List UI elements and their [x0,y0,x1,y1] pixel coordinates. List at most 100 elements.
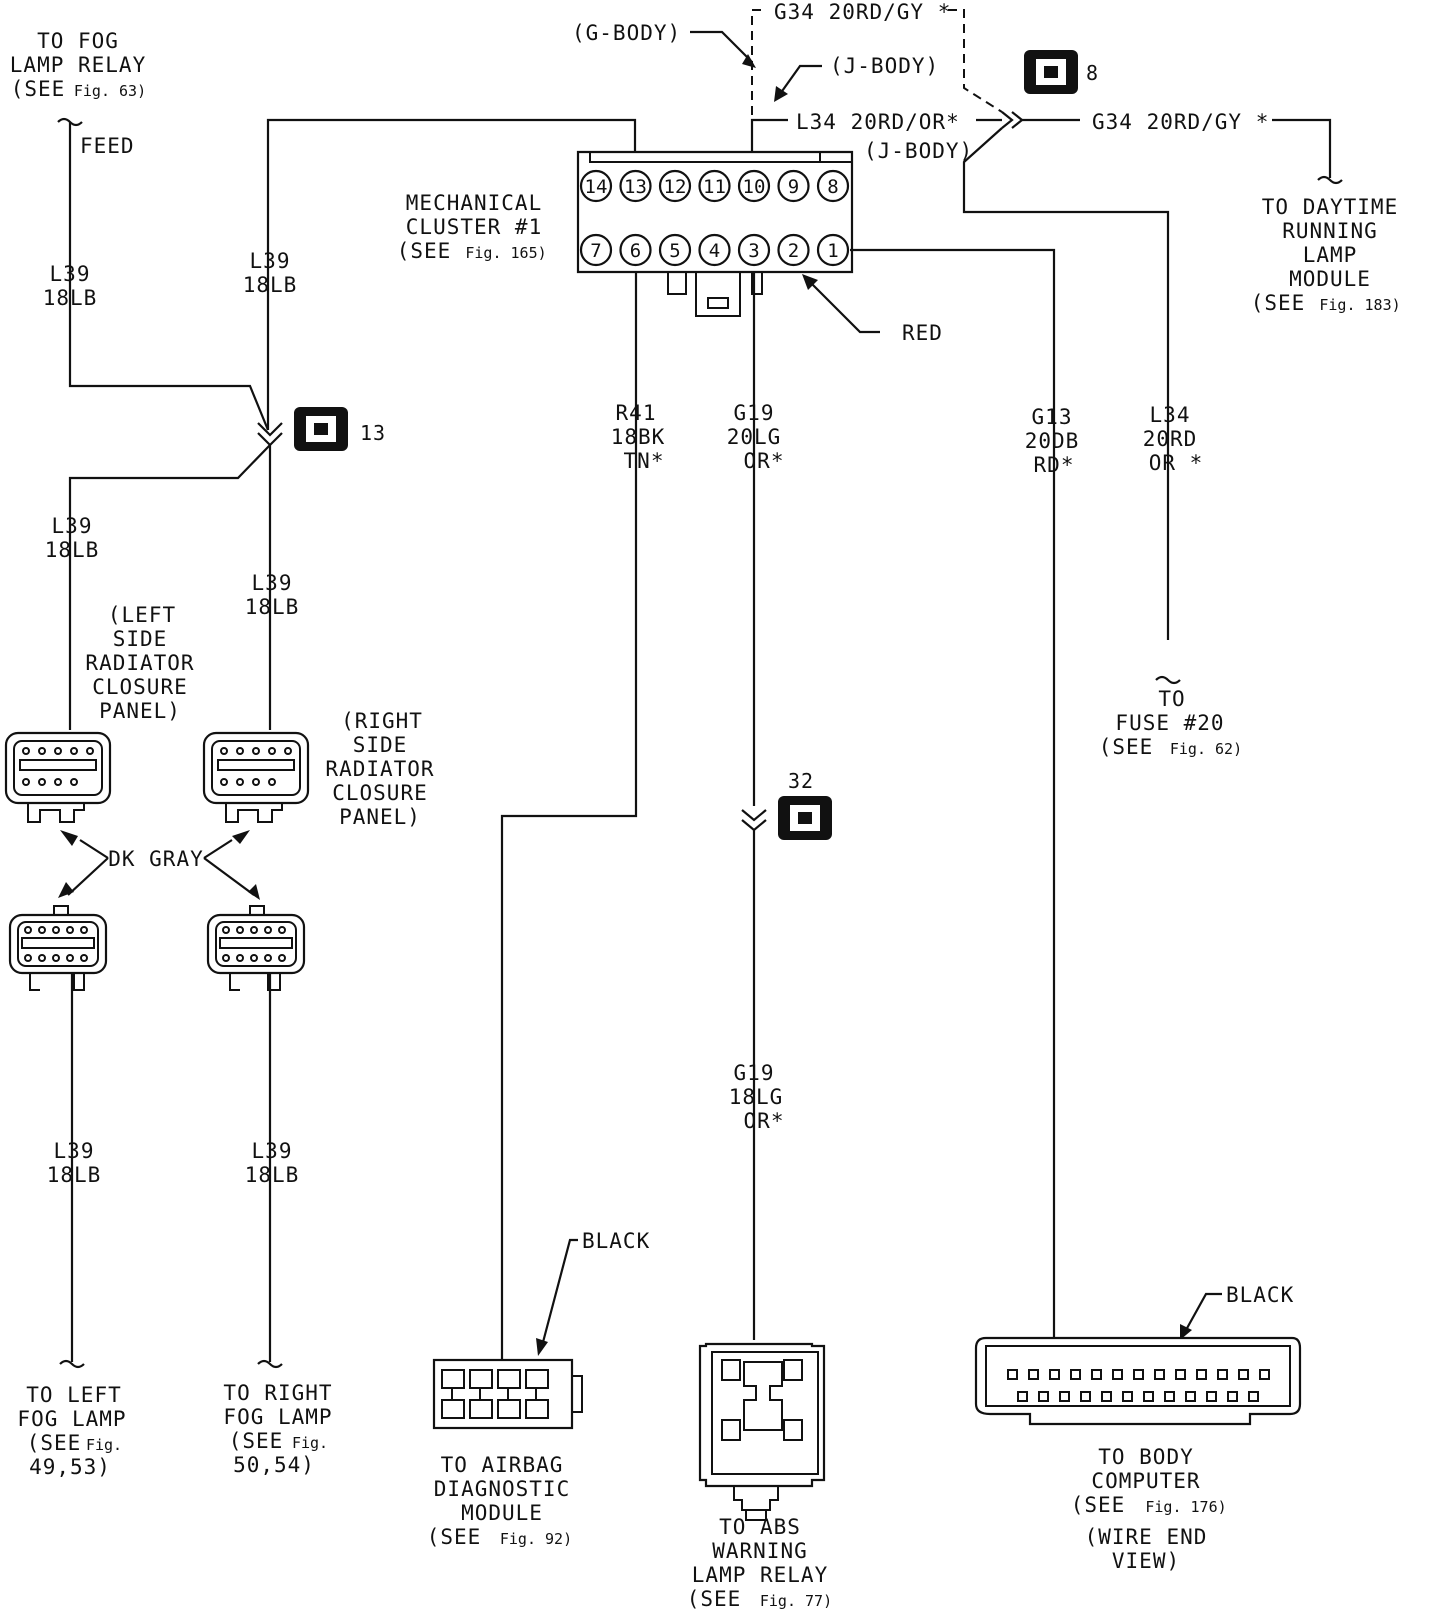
svg-text:MODULE: MODULE [461,1501,543,1525]
fuse-label: TO FUSE #20 (SEE Fig. 62) [1099,687,1242,759]
right-panel-connector [202,731,310,823]
g34-right-label: G34 20RD/GY * [1092,110,1269,134]
svg-text:Fig.: Fig. [292,1434,328,1452]
cluster-pin-7 [579,233,613,267]
connector-32-label: 32 [788,769,814,793]
svg-text:(SEE: (SEE [27,1431,82,1455]
body-computer-pin [1070,1369,1081,1380]
svg-text:18LG: 18LG [729,1085,784,1109]
wire-label-g19-a: G19 20LG OR* [727,401,785,473]
right-fog-label: TO RIGHT FOG LAMP (SEE Fig. 50,54) [223,1381,332,1477]
l34-or-label: L34 20RD/OR* [796,110,960,134]
g-body-arrow-line [690,30,753,63]
body-computer-pins-bottom [1017,1391,1259,1402]
connector-32-chevrons [741,809,767,832]
svg-text:18LB: 18LB [245,1163,300,1187]
svg-text:18LB: 18LB [47,1163,102,1187]
cluster-pin-label-10: 10 [743,176,766,198]
airbag-black-label: BLACK [582,1229,650,1253]
svg-text:OR*: OR* [744,449,785,473]
connector-8-chevrons [1001,111,1024,129]
g34-dashed-left [751,9,764,160]
body-computer-pin [1101,1391,1112,1402]
body-computer-pin [1143,1391,1154,1402]
cluster-pin-label-7: 7 [590,240,601,262]
cluster-pin-label-14: 14 [585,176,608,198]
svg-text:18BK: 18BK [611,425,666,449]
svg-text:(SEE: (SEE [687,1587,742,1611]
svg-text:18LB: 18LB [243,273,298,297]
body-computer-pin [1007,1369,1018,1380]
svg-text:PANEL): PANEL) [339,805,421,829]
connector-13-chevrons [257,422,283,447]
svg-text:Fig. 165): Fig. 165) [465,244,546,262]
svg-text:LAMP: LAMP [1303,243,1358,267]
svg-text:TO LEFT: TO LEFT [26,1383,122,1407]
svg-text:RADIATOR: RADIATOR [325,757,434,781]
wire-label-l39-5: L39 18LB [47,1139,102,1187]
cluster-pin-10 [737,169,771,203]
connector-8-icon [1024,50,1078,94]
connector-32-icon [778,796,832,840]
body-computer-pin [1133,1369,1144,1380]
body-computer-pin [1217,1369,1228,1380]
svg-text:LAMP RELAY: LAMP RELAY [692,1563,828,1587]
wire-label-r41: R41 18BK TN* [611,401,666,473]
svg-text:G19: G19 [734,401,775,425]
cluster-pin-label-9: 9 [788,176,799,198]
cluster-pin-9 [777,169,810,203]
cluster-pin-label-13: 13 [624,176,647,198]
left-fog-label: TO LEFT FOG LAMP (SEE Fig. 49,53) [17,1383,125,1479]
cluster-pin-3 [737,233,771,267]
drl-break [1317,175,1343,185]
red-label: RED [902,321,943,345]
svg-text:(SEE: (SEE [229,1429,284,1453]
airbag-label: TO AIRBAG DIAGNOSTIC MODULE (SEE Fig. 92… [427,1453,572,1549]
cluster-pin-label-11: 11 [703,176,726,198]
connector-13-icon [294,407,348,451]
body-black-arrowhead [1180,1324,1192,1340]
svg-text:(RIGHT: (RIGHT [341,709,423,733]
svg-text:G19: G19 [734,1061,775,1085]
svg-text:20LG: 20LG [727,425,782,449]
right-fog-connector [206,905,306,991]
connector-8-label: 8 [1086,61,1099,85]
fuse-break [1155,675,1181,685]
body-computer-pin [1017,1391,1028,1402]
svg-text:CLOSURE: CLOSURE [92,675,188,699]
g-body-arrowhead [742,54,756,68]
svg-text:OR *: OR * [1149,451,1204,475]
svg-text:(SEE: (SEE [11,77,66,101]
airbag-black-arrowhead [536,1338,548,1356]
svg-text:WARNING: WARNING [712,1539,808,1563]
cluster-pin-label-3: 3 [748,240,759,262]
svg-text:20RD: 20RD [1143,427,1198,451]
cluster-pin-2 [777,233,810,267]
body-computer-connector [974,1336,1302,1426]
svg-text:18LB: 18LB [43,286,98,310]
body-label: TO BODY COMPUTER (SEE Fig. 176) (WIRE EN… [1071,1445,1227,1573]
svg-text:Fig. 92): Fig. 92) [500,1530,572,1548]
body-computer-pin [1248,1391,1259,1402]
svg-text:TO DAYTIME: TO DAYTIME [1262,195,1398,219]
j-body-label-2: (J-BODY) [864,139,973,163]
connector-13-label: 13 [360,421,386,445]
cluster-pin-8 [816,169,850,203]
svg-text:L39: L39 [252,571,293,595]
g34-dashed-right [948,9,1003,113]
svg-text:FOG LAMP: FOG LAMP [223,1405,332,1429]
fog-relay-label: TO FOG LAMP RELAY (SEE Fig. 63) [10,29,146,101]
body-computer-pin [1080,1391,1091,1402]
wire-label-l39-1: L39 18LB [43,262,98,310]
svg-text:TO RIGHT: TO RIGHT [223,1381,332,1405]
cluster-pin-12 [658,169,692,203]
svg-text:20DB: 20DB [1025,429,1080,453]
cluster-pin-13 [619,169,652,203]
airbag-connector [432,1358,583,1430]
cluster-pin-label-12: 12 [664,176,687,198]
svg-text:TO: TO [1158,687,1185,711]
dk-gray-arrowheads [58,830,260,900]
airbag-black-arrow [540,1238,578,1347]
body-computer-pin [1175,1369,1186,1380]
